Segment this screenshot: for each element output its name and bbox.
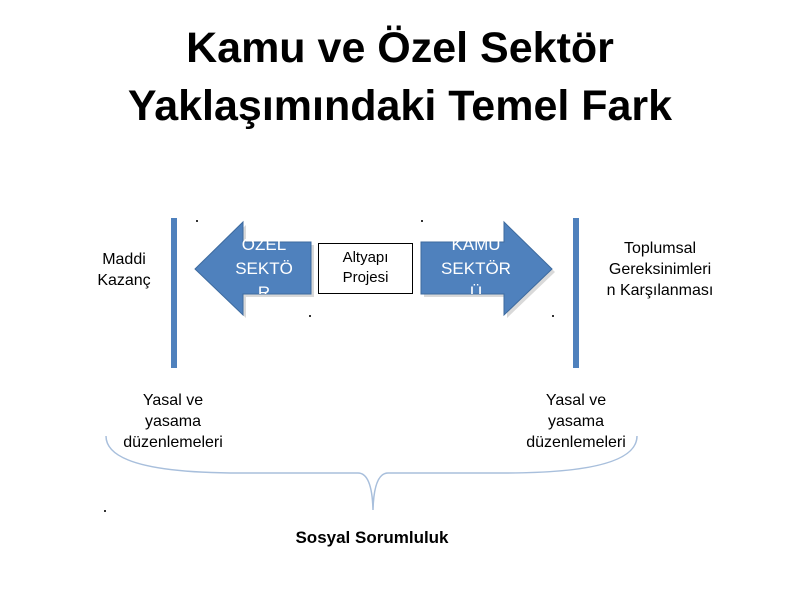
right-label-line: n Karşılanması <box>606 282 714 299</box>
left-vertical-bar <box>171 218 177 368</box>
right-arrow-shape <box>420 220 553 317</box>
bottom-right-label-yasal: Yasal ve yasama düzenlemeleri <box>511 390 641 453</box>
right-label-line: Gereksinimleri <box>608 261 712 278</box>
bottom-left-label-line: yasama <box>144 413 202 430</box>
bottom-right-label-line: düzenlemeleri <box>526 434 626 451</box>
bottom-left-label-line: Yasal ve <box>142 392 204 409</box>
right-label-line: Toplumsal <box>623 240 697 257</box>
dot-marker <box>552 315 554 317</box>
center-box-altyapi-projesi: Altyapı Projesi <box>318 243 413 294</box>
left-arrow-shape <box>194 220 312 317</box>
dot-marker <box>421 220 423 222</box>
right-arrow-text-line: Ü <box>469 283 483 294</box>
right-arrow-text-line: KAMU <box>451 235 501 254</box>
bottom-right-label-line: Yasal ve <box>545 392 607 409</box>
dot-marker <box>104 510 106 512</box>
left-label-maddi-kazanc: Maddi Kazanç <box>84 249 164 291</box>
left-label-line: Maddi <box>102 251 146 268</box>
slide-title-line2: Yaklaşımındaki Temel Fark <box>127 82 673 130</box>
right-arrow-label: KAMU SEKTÖR Ü <box>428 233 524 294</box>
bottom-right-label-line: yasama <box>547 413 605 430</box>
dot-marker <box>196 220 198 222</box>
right-vertical-bar <box>573 218 579 368</box>
right-label-toplumsal: Toplumsal Gereksinimleri n Karşılanması <box>590 238 730 301</box>
left-arrow-label: ÖZEL SEKTÖ R <box>226 233 302 294</box>
left-arrow-text-line: SEKTÖ <box>235 259 293 278</box>
bottom-left-label-line: düzenlemeleri <box>123 434 223 451</box>
left-arrow-text-line: ÖZEL <box>241 235 287 254</box>
center-box-line: Projesi <box>342 269 389 286</box>
dot-marker <box>309 315 311 317</box>
right-arrow-text-line: SEKTÖR <box>441 259 511 278</box>
left-label-line: Kazanç <box>97 272 151 289</box>
footer-label-sosyal-sorumluluk: Sosyal Sorumluluk <box>295 528 449 547</box>
slide-title-line1: Kamu ve Özel Sektör <box>186 24 614 72</box>
bottom-left-label-yasal: Yasal ve yasama düzenlemeleri <box>108 390 238 453</box>
center-box-line: Altyapı <box>342 249 389 266</box>
curly-brace <box>105 435 638 511</box>
left-arrow-text-line: R <box>257 283 271 294</box>
